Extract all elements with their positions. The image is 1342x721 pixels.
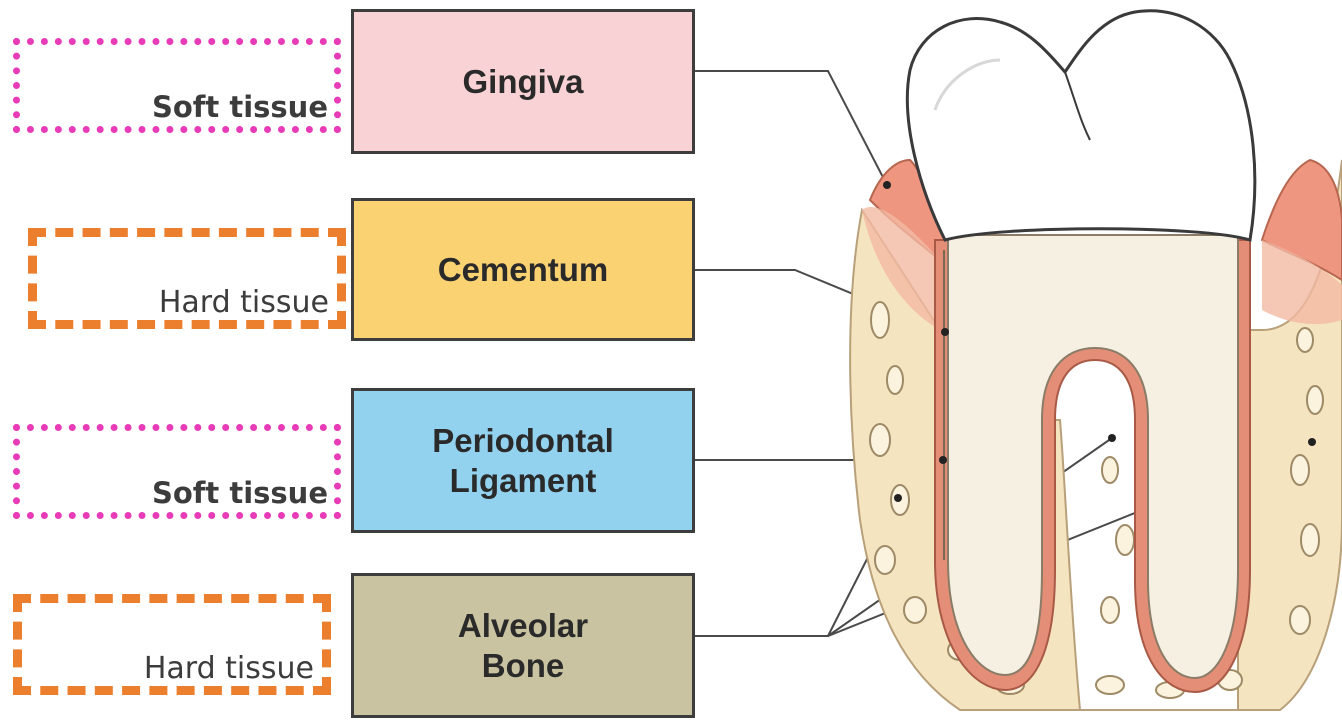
label-cementum: Cementum <box>351 198 695 341</box>
tissue-tag-gingiva: Soft tissue <box>13 38 341 133</box>
label-cementum-text: Cementum <box>438 250 609 290</box>
enamel-crown <box>907 11 1254 240</box>
label-ligament-line-1: Periodontal <box>432 421 614 461</box>
tissue-tag-ligament: Soft tissue <box>13 424 341 519</box>
label-gingiva-text: Gingiva <box>462 62 583 102</box>
dentin <box>948 235 1238 678</box>
label-gingiva: Gingiva <box>351 9 695 154</box>
gingiva-leader <box>695 71 887 185</box>
tissue-tag-cementum: Hard tissue <box>28 228 346 329</box>
label-bone-line-2: Bone <box>482 646 565 686</box>
label-alveolar-bone: Alveolar Bone <box>351 573 695 718</box>
label-periodontal-ligament: Periodontal Ligament <box>351 388 695 533</box>
tissue-tag-bone: Hard tissue <box>13 594 331 695</box>
label-bone-line-1: Alveolar <box>458 606 588 646</box>
label-ligament-line-2: Ligament <box>450 461 597 501</box>
